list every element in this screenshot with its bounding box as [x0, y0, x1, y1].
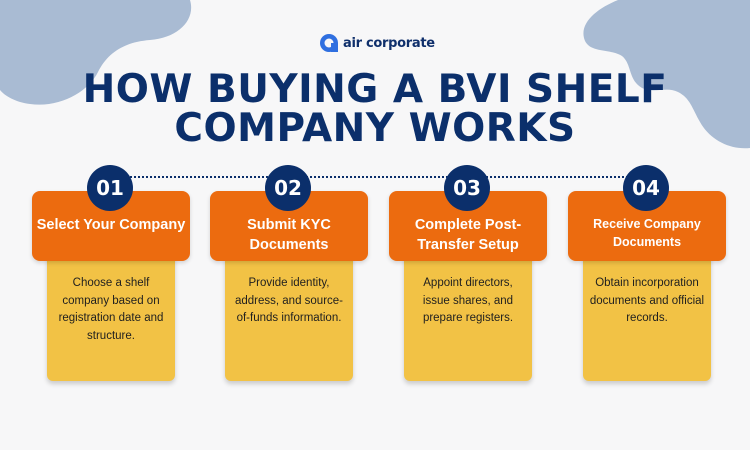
- step-description: Choose a shelf company based on registra…: [58, 277, 164, 342]
- step-description-card: Obtain incorporation documents and offic…: [583, 241, 711, 381]
- step-header: Complete Post-Transfer Setup: [389, 191, 547, 261]
- step-title: Receive Company Documents: [593, 217, 701, 249]
- step-title: Submit KYC Documents: [247, 217, 331, 253]
- step-connector-line: [110, 176, 640, 178]
- step-card-4: Obtain incorporation documents and offic…: [568, 165, 728, 383]
- decorative-blob-top-left: [0, 0, 192, 105]
- step-description-card: Appoint directors, issue shares, and pre…: [404, 241, 532, 381]
- step-description: Provide identity, address, and source-of…: [234, 277, 344, 324]
- step-header: Select Your Company: [32, 191, 190, 261]
- step-number-badge: 02: [265, 165, 311, 211]
- step-card-2: Provide identity, address, and source-of…: [210, 165, 370, 383]
- brand-logo-icon: [320, 34, 338, 52]
- page-title-line-2: COMPANY WORKS: [174, 106, 576, 151]
- step-description: Obtain incorporation documents and offic…: [589, 277, 705, 324]
- step-title: Select Your Company: [36, 217, 186, 233]
- step-card-1: Choose a shelf company based on registra…: [32, 165, 192, 383]
- step-number-badge: 03: [444, 165, 490, 211]
- brand-logo: air corporate: [319, 33, 435, 53]
- decorative-blob-top-right: [583, 0, 750, 149]
- step-number-badge: 01: [87, 165, 133, 211]
- step-card-3: Appoint directors, issue shares, and pre…: [389, 165, 549, 383]
- page-title-line-1: HOW BUYING A BVI SHELF: [82, 67, 668, 112]
- step-description-card: Choose a shelf company based on registra…: [47, 241, 175, 381]
- step-description-card: Provide identity, address, and source-of…: [225, 241, 353, 381]
- step-description: Appoint directors, issue shares, and pre…: [422, 277, 514, 324]
- step-number-badge: 04: [623, 165, 669, 211]
- step-title: Complete Post-Transfer Setup: [414, 217, 522, 253]
- brand-name: air corporate: [343, 35, 435, 51]
